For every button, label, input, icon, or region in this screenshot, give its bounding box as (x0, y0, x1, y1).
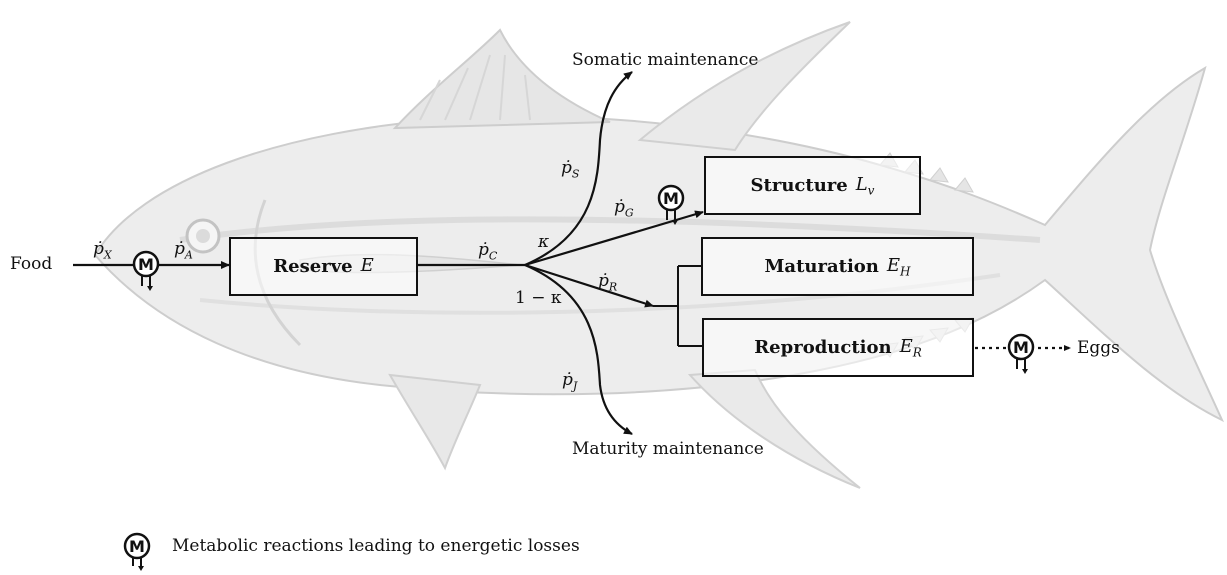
flux-px: ṗX (93, 241, 112, 260)
maturation-box-var: EH (887, 255, 911, 279)
flux-pa: ṗA (174, 241, 193, 260)
flux-ps: ṗS (561, 160, 579, 179)
one-minus-kappa-label: 1 − κ (515, 290, 562, 307)
legend-metabolic-icon: M (122, 532, 156, 574)
svg-text:M: M (129, 537, 145, 556)
eggs-label: Eggs (1077, 340, 1120, 357)
kappa-label: κ (538, 234, 549, 251)
reserve-box: Reserve E (229, 237, 418, 296)
flux-pc: ṗC (478, 242, 497, 261)
maturation-box: Maturation EH (701, 237, 974, 296)
reproduction-box-name: Reproduction (754, 337, 891, 358)
structure-box-var: Lv (856, 174, 875, 198)
metabolic-loss-icon: M (131, 250, 165, 292)
structure-box-name: Structure (751, 175, 848, 196)
svg-text:M: M (1013, 338, 1029, 357)
metabolic-loss-icon: M (1006, 333, 1040, 375)
reproduction-box-var: ER (900, 336, 922, 360)
somatic-maintenance-label: Somatic maintenance (572, 52, 758, 69)
reproduction-box: Reproduction ER (702, 318, 974, 377)
svg-text:M: M (663, 189, 679, 208)
structure-box: Structure Lv (704, 156, 921, 215)
flux-pr: ṗR (598, 273, 617, 292)
reserve-box-name: Reserve (273, 256, 352, 277)
maturation-box-name: Maturation (765, 256, 879, 277)
svg-text:M: M (138, 255, 154, 274)
legend-text: Metabolic reactions leading to energetic… (172, 538, 580, 555)
food-label: Food (10, 256, 52, 273)
maturity-maintenance-label: Maturity maintenance (572, 441, 764, 458)
reserve-box-var: E (361, 255, 374, 279)
flux-pj: ṗJ (562, 372, 577, 391)
metabolic-loss-icon: M (656, 184, 690, 226)
flux-pg: ṗG (614, 199, 634, 218)
